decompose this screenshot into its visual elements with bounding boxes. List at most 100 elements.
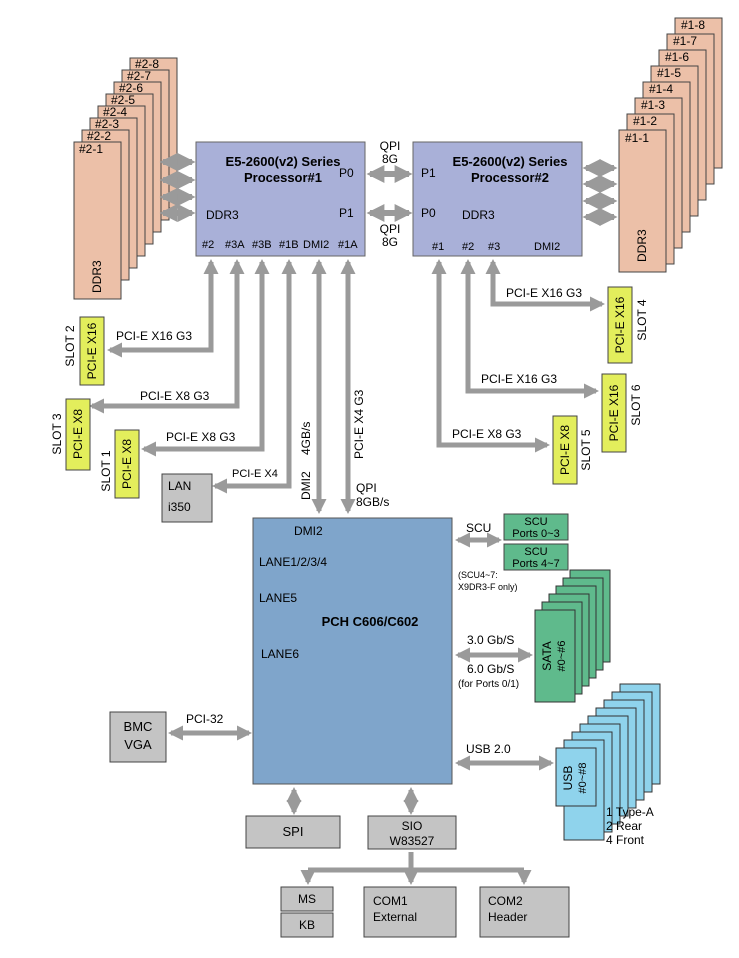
scu-b-ports: Ports 4~7 (512, 558, 559, 570)
scu-a-ports: Ports 0~3 (512, 528, 559, 540)
sata-label: SATA (540, 641, 554, 671)
scu-a-title: SCU (524, 516, 547, 528)
bmc-link: PCI-32 (186, 712, 224, 726)
bmc-vga: BMC VGA (109, 711, 167, 763)
cpu2-title: E5-2600(v2) Series (453, 154, 568, 169)
dimm-ddr-label: DDR3 (90, 260, 104, 293)
slot3-name: SLOT 3 (50, 413, 64, 454)
dimm-label: #2-4 (103, 105, 127, 119)
cpu1-p1: P1 (339, 206, 354, 220)
cpu2-port: #1 (432, 241, 444, 253)
dimm-label: #2-6 (119, 81, 143, 95)
dmi-label: DMI2 (299, 471, 313, 500)
cpu1-port: #3A (225, 239, 245, 251)
slot3-card: PCI-E X8 (71, 409, 85, 459)
cpu2-subtitle: Processor#2 (471, 170, 549, 185)
slot1-name: SLOT 1 (99, 450, 113, 491)
cpu1-port: #1B (279, 239, 299, 251)
slot4-card: PCI-E X16 (613, 296, 627, 353)
qpi-top-speed: 8G (382, 152, 398, 166)
scu-ports-0-3: SCU Ports 0~3 (503, 513, 569, 541)
slot2-card: PCI-E X16 (85, 322, 99, 379)
sata-range: #0~#6 (556, 641, 568, 672)
sata-rate-1: 3.0 Gb/S (467, 633, 514, 647)
sata-rate-2: 6.0 Gb/S (467, 662, 514, 676)
bmc-title: BMC (124, 719, 153, 734)
scu-b-title: SCU (524, 546, 547, 558)
pch-title: PCH C606/C602 (322, 614, 419, 629)
sio-chip: SIO W83527 (367, 815, 457, 850)
dimm-label: #1-2 (633, 114, 657, 128)
spi-label: SPI (283, 824, 304, 839)
dmi-speed: 4GB/s (299, 422, 313, 455)
slot6-name: SLOT 6 (629, 384, 643, 425)
usb-label: USB (561, 766, 575, 791)
slot4-name: SLOT 4 (635, 299, 649, 340)
slot-5: PCI-E X8 SLOT 5 (552, 415, 593, 485)
slot5-card: PCI-E X8 (558, 425, 572, 475)
dimm-label: #2-3 (95, 117, 119, 131)
kb-label: KB (299, 918, 315, 932)
scu-ports-4-7: SCU Ports 4~7 (503, 543, 569, 571)
scu-label: SCU (466, 521, 491, 535)
dimm-label: #1-1 (625, 131, 649, 145)
cpu2-ddr: DDR3 (462, 208, 495, 222)
cpu2-port: #3 (488, 241, 500, 253)
slot-1: PCI-E X8 SLOT 1 (99, 429, 140, 499)
com1-port: COM1 External (363, 886, 457, 938)
dimm-label: #1-5 (657, 66, 681, 80)
slot-6: PCI-E X16 SLOT 6 (601, 373, 643, 453)
dimm-label: #2-5 (111, 93, 135, 107)
pch-dmi2: DMI2 (294, 524, 323, 538)
cpu2-port: #2 (462, 241, 474, 253)
scu-note-1: (SCU4~7: (458, 570, 498, 580)
usb-range: #0~#8 (577, 763, 589, 794)
dimm-label: #2-8 (135, 57, 159, 71)
slot1-card: PCI-E X8 (120, 439, 134, 489)
cpu1-ddr: DDR3 (206, 208, 239, 222)
qpi-bottom-label: QPI (380, 222, 401, 236)
link-lan: PCI-E X4 (232, 468, 278, 480)
com2-port: COM2 Header (479, 886, 570, 938)
qpi-top-label: QPI (380, 139, 401, 153)
ms-kb: MS KB (280, 886, 334, 938)
com1-title: COM1 (373, 894, 408, 908)
lan-model: i350 (168, 500, 191, 514)
dimm-stack-cpu2: #1-8 #1-7 #1-6 #1-5 #1-4 #1-3 #1-2 #1-1 … (618, 17, 723, 273)
dimm-label: #2-2 (87, 129, 111, 143)
ms-label: MS (298, 892, 316, 906)
com2-title: COM2 (488, 894, 523, 908)
dimm-label: #1-7 (673, 34, 697, 48)
slot-2: PCI-E X16 SLOT 2 (63, 316, 105, 386)
usb-stack: USB #0~#8 (555, 683, 661, 841)
sio-model: W83527 (390, 834, 435, 848)
cpu1-port: #1A (338, 239, 358, 251)
pch-lane5: LANE5 (259, 591, 297, 605)
sio-title: SIO (402, 819, 423, 833)
slot-4: PCI-E X16 SLOT 4 (607, 286, 649, 364)
link-slot2: PCI-E X16 G3 (116, 329, 192, 343)
memory-bus-arrows (159, 153, 618, 226)
cpu2-p0: P0 (421, 206, 436, 220)
cpu2-port: DMI2 (534, 241, 560, 253)
processor-1: E5-2600(v2) Series Processor#1 P0 P1 DDR… (195, 141, 366, 257)
usb-note: 4 Front (606, 833, 645, 847)
cpu1-p0: P0 (339, 166, 354, 180)
link-slot5: PCI-E X8 G3 (452, 427, 522, 441)
dimm-label: #1-8 (681, 18, 705, 32)
cpu1-port: #3B (252, 239, 272, 251)
usb-rate: USB 2.0 (466, 742, 511, 756)
slot5-name: SLOT 5 (579, 429, 593, 470)
link-slot4: PCI-E X16 G3 (506, 286, 582, 300)
dimm-label: #1-3 (641, 98, 665, 112)
cpu1-port: DMI2 (303, 239, 329, 251)
sata-rate-note: (for Ports 0/1) (458, 679, 519, 690)
cpu2-p1: P1 (421, 166, 436, 180)
dimm-label: #2-7 (127, 69, 151, 83)
bmc-vga-label: VGA (124, 737, 152, 752)
slot-3: PCI-E X8 SLOT 3 (50, 398, 91, 471)
pch-lane6: LANE6 (261, 647, 299, 661)
dimm-label: #1-4 (649, 82, 673, 96)
processor-2: E5-2600(v2) Series Processor#2 P1 P0 DDR… (412, 141, 583, 257)
